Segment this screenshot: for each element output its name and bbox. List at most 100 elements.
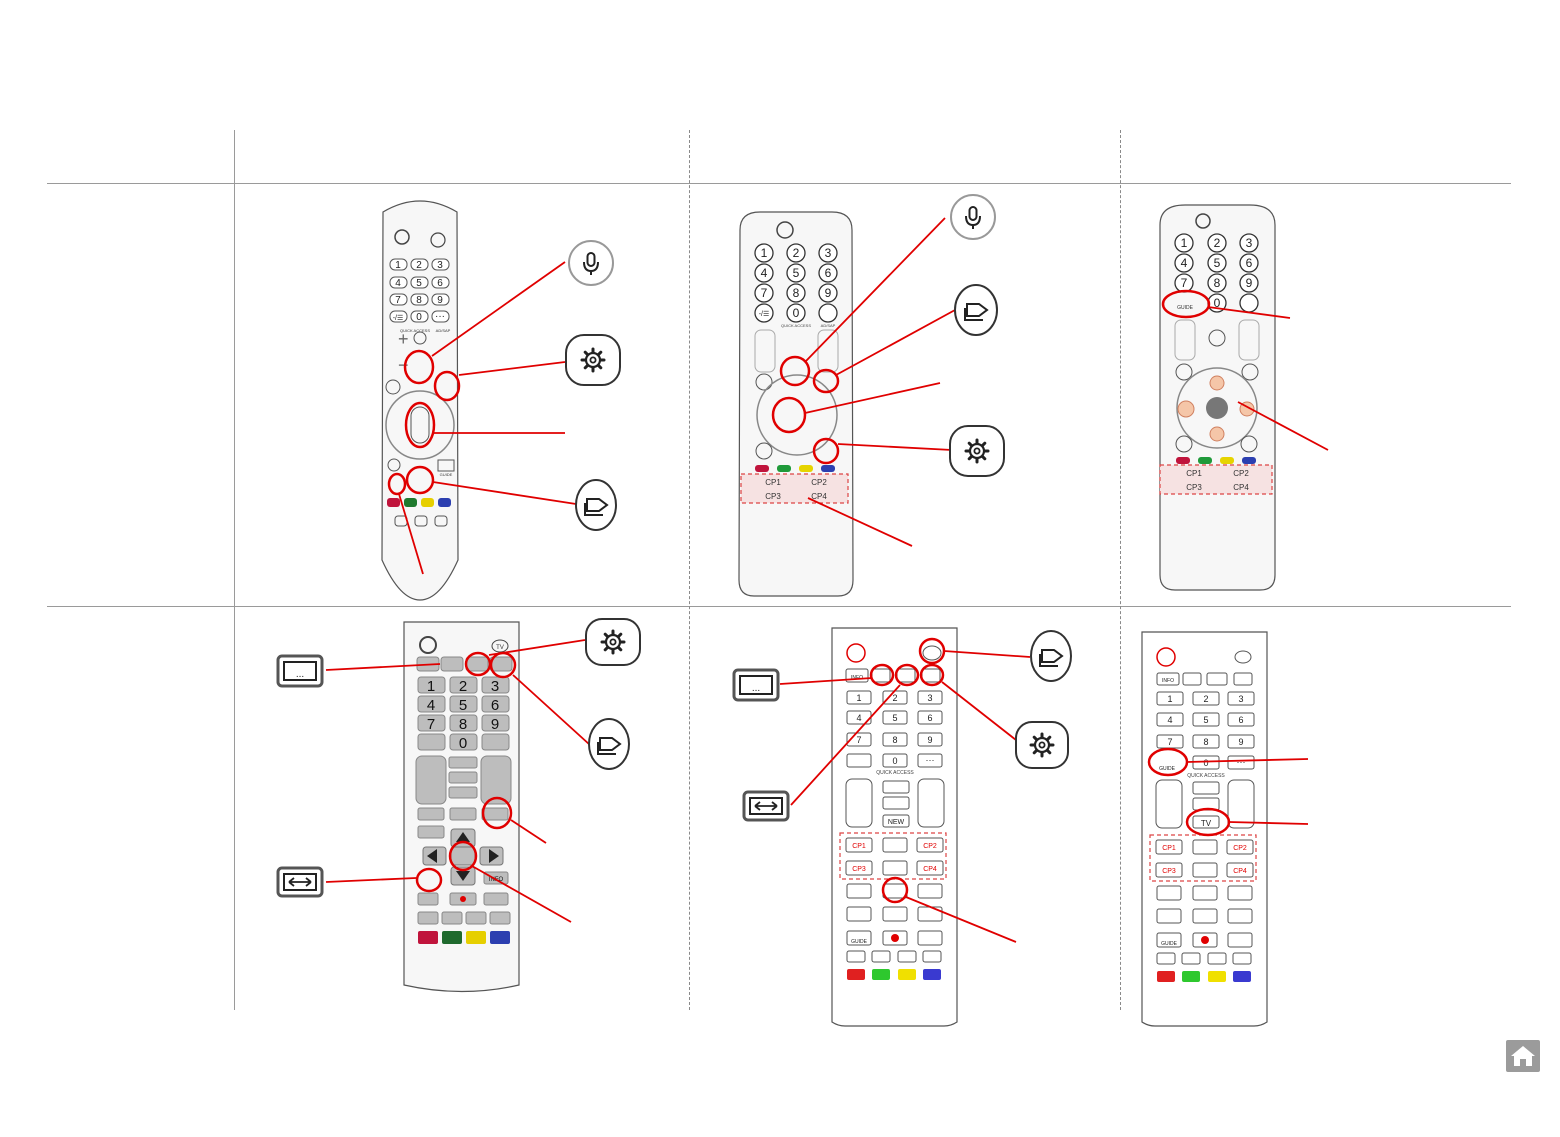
callout-settings-1	[565, 334, 621, 386]
key-7: 7	[395, 295, 401, 306]
svg-text:CP3: CP3	[1162, 868, 1176, 875]
callout-input-1	[575, 479, 617, 531]
svg-text:...: ...	[752, 683, 760, 694]
svg-text:3: 3	[927, 693, 932, 703]
magic-remote-1: 1 2 3 4 5 6 7 8 9 -/☰ 0 ··· QUICK ACCESS…	[381, 200, 621, 601]
callout-input-3	[588, 718, 630, 770]
svg-text:2: 2	[459, 678, 467, 695]
svg-text:9: 9	[1246, 276, 1253, 290]
callout-subtitle-2: ...	[732, 668, 780, 702]
svg-text:6: 6	[825, 266, 832, 280]
svg-text:7: 7	[856, 735, 861, 745]
svg-text:6: 6	[491, 697, 499, 714]
svg-text:1: 1	[856, 693, 861, 703]
cp-keys-area-3	[1159, 464, 1273, 495]
svg-text:9: 9	[825, 286, 832, 300]
svg-text:5: 5	[793, 266, 800, 280]
svg-text:GUIDE: GUIDE	[1177, 305, 1194, 311]
svg-text:0: 0	[793, 306, 800, 320]
svg-text:CP1: CP1	[765, 478, 781, 487]
column-divider-2	[1120, 130, 1121, 1010]
key-0: 0	[416, 312, 422, 323]
magic-remote-2: 1 2 3 4 5 6 7 8 9 -/☰ 0 QUICK ACCESS AD/…	[738, 194, 1005, 597]
svg-text:···: ···	[1237, 757, 1246, 767]
svg-text:CP1: CP1	[1186, 469, 1202, 478]
svg-text:0: 0	[1214, 296, 1221, 310]
svg-text:2: 2	[1214, 236, 1221, 250]
svg-text:GUIDE: GUIDE	[851, 939, 868, 945]
key-2: 2	[416, 260, 422, 271]
svg-text:-/☰: -/☰	[759, 311, 770, 318]
svg-text:6: 6	[927, 713, 932, 723]
guide-label: GUIDE	[440, 472, 453, 477]
svg-text:4: 4	[1181, 256, 1188, 270]
svg-text:CP2: CP2	[811, 478, 827, 487]
ad-label: AD/SAP	[436, 328, 451, 333]
svg-text:8: 8	[793, 286, 800, 300]
svg-text:CP4: CP4	[923, 866, 937, 873]
key-1: 1	[395, 260, 401, 271]
svg-text:NEW: NEW	[888, 819, 905, 826]
svg-text:CP2: CP2	[1233, 469, 1249, 478]
svg-text:8: 8	[892, 735, 897, 745]
power-icon	[394, 229, 410, 245]
svg-text:QUICK ACCESS: QUICK ACCESS	[1187, 773, 1225, 779]
svg-text:INFO: INFO	[851, 675, 863, 681]
svg-text:0: 0	[1203, 758, 1208, 768]
standard-remote-1: TV 1 2 3 4 5 6 7 8 9 0	[276, 618, 641, 993]
svg-text:3: 3	[1238, 694, 1243, 704]
svg-text:CP3: CP3	[852, 866, 866, 873]
magic-remote-3: 1 2 3 4 5 6 7 8 9 0 GUIDE CP1 CP2	[1159, 204, 1329, 591]
svg-text:CP2: CP2	[923, 843, 937, 850]
svg-text:AD/SAP: AD/SAP	[821, 323, 836, 328]
svg-text:INFO: INFO	[1162, 678, 1174, 684]
key-6: 6	[437, 278, 443, 289]
svg-text:2: 2	[1203, 694, 1208, 704]
callout-aspect-2	[742, 790, 790, 822]
svg-text:QUICK ACCESS: QUICK ACCESS	[876, 770, 914, 776]
quick-access-label: QUICK ACCESS	[400, 328, 430, 333]
svg-text:CP3: CP3	[1186, 483, 1202, 492]
cp-keys-area	[740, 473, 849, 504]
number-pad: 1 2 3 4 5 6 7 8 9 -/☰ 0 ···	[389, 258, 450, 323]
callout-input-2	[954, 284, 998, 336]
svg-text:1: 1	[1167, 694, 1172, 704]
callout-settings-3	[585, 618, 641, 666]
home-button[interactable]	[1506, 1040, 1540, 1072]
svg-text:1: 1	[761, 246, 768, 260]
svg-text:CP1: CP1	[1162, 845, 1176, 852]
svg-text:GUIDE: GUIDE	[1161, 941, 1178, 947]
svg-text:4: 4	[761, 266, 768, 280]
standard-remote-3: INFO 1 2 3 4 5 6 7 8 9 0 ··· GUIDE QUICK…	[1141, 631, 1309, 1027]
svg-text:5: 5	[459, 697, 467, 714]
svg-text:−: −	[398, 355, 409, 375]
key-4: 4	[395, 278, 401, 289]
svg-text:6: 6	[1246, 256, 1253, 270]
header-divider	[47, 183, 1511, 184]
key-9: 9	[437, 295, 443, 306]
standard-remote-2: INFO 1 2 3 4 5 6 7 8 9 0 ··· QUICK ACCES…	[732, 627, 1072, 1027]
svg-text:2: 2	[892, 693, 897, 703]
svg-text:QUICK ACCESS: QUICK ACCESS	[781, 323, 811, 328]
svg-text:TV: TV	[496, 645, 504, 651]
svg-text:0: 0	[892, 756, 897, 766]
key-more: ···	[435, 311, 445, 322]
svg-text:TV: TV	[1201, 819, 1212, 828]
callout-mic-2	[950, 194, 996, 240]
svg-text:4: 4	[1167, 715, 1172, 725]
home-icon	[1511, 1046, 1535, 1066]
key-5: 5	[416, 278, 422, 289]
svg-text:7: 7	[761, 286, 768, 300]
svg-text:7: 7	[1167, 737, 1172, 747]
svg-text:0: 0	[459, 735, 467, 752]
svg-text:+: +	[398, 329, 409, 349]
callout-subtitle-1: ...	[276, 654, 324, 688]
callout-mic-1	[568, 240, 614, 286]
callout-settings-2	[949, 425, 1005, 477]
svg-text:3: 3	[491, 678, 499, 695]
highlight-circles	[387, 349, 461, 496]
svg-text:9: 9	[491, 716, 499, 733]
svg-text:9: 9	[927, 735, 932, 745]
svg-text:GUIDE: GUIDE	[1159, 766, 1176, 772]
